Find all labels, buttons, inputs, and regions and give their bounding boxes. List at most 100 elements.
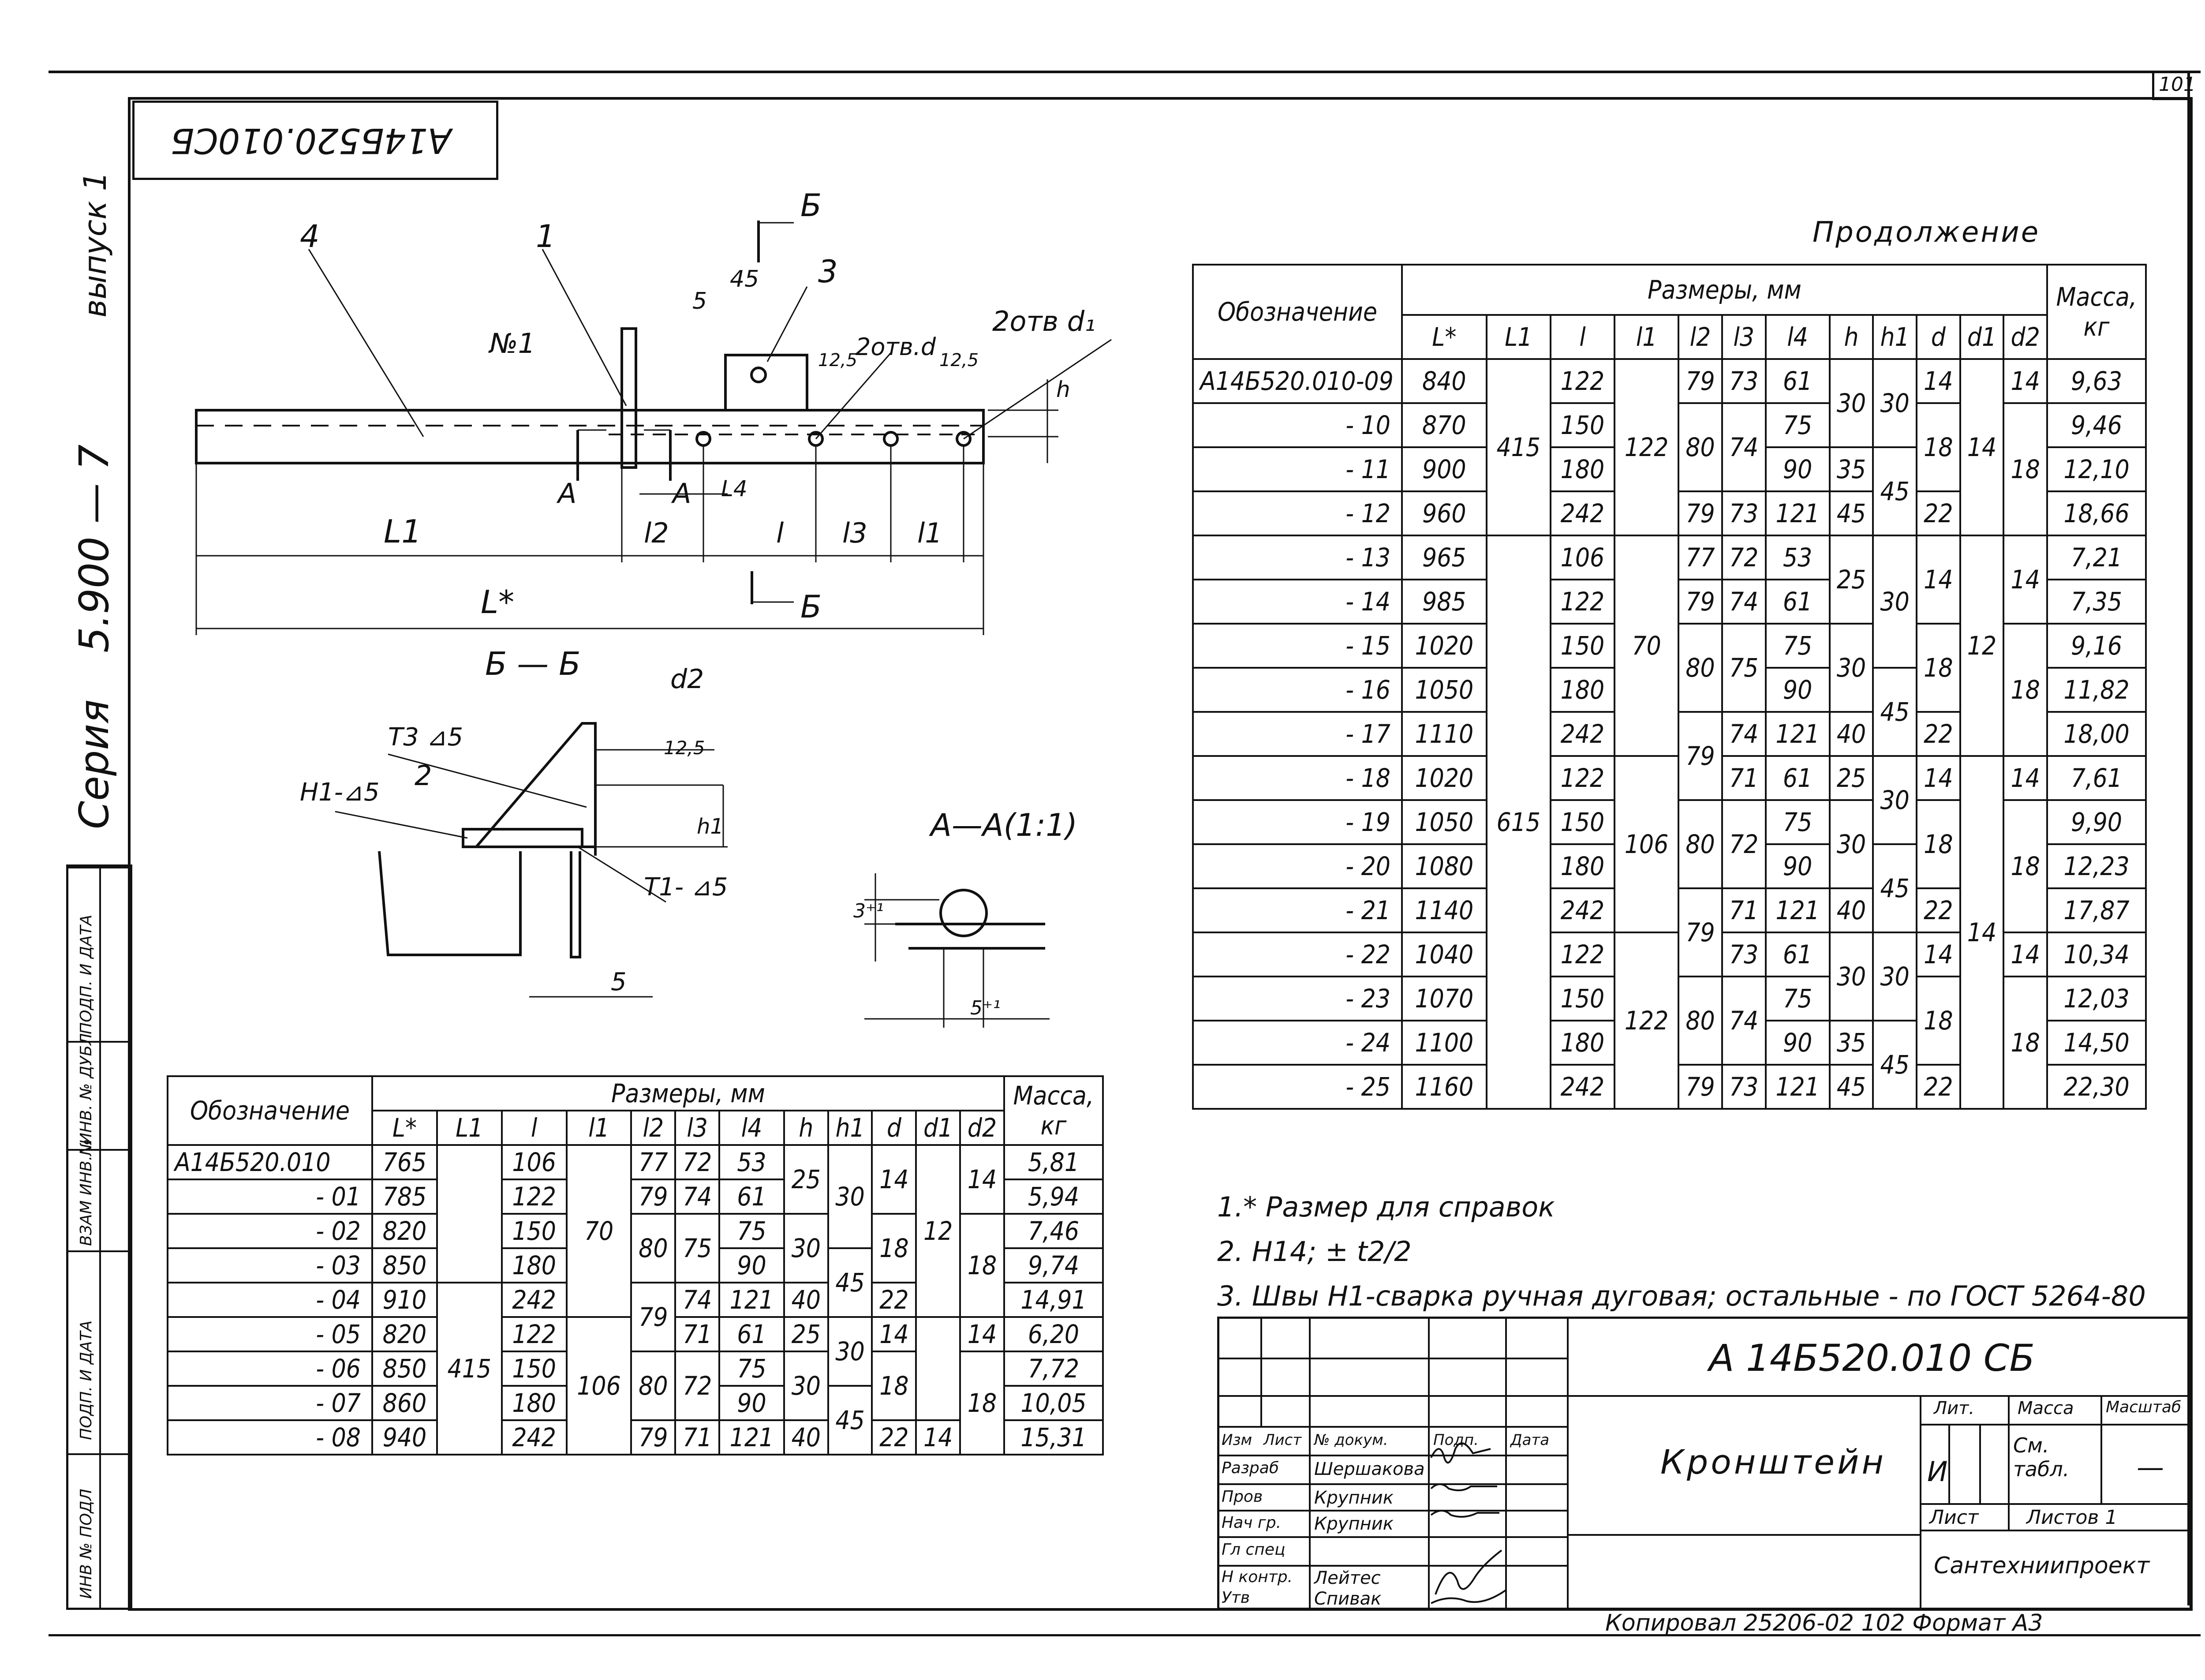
- hole: [883, 431, 899, 447]
- cell: 72: [674, 1144, 721, 1180]
- label-part4: 4: [300, 218, 320, 254]
- cell: 14: [871, 1144, 917, 1215]
- cell: 22: [871, 1282, 917, 1318]
- cell: 90: [1764, 843, 1831, 889]
- signature-5: [1431, 1589, 1507, 1604]
- role-0-name: Шершакова: [1314, 1459, 1425, 1479]
- table-row: - 10 870 150 80 74 75 18 18 9,46: [1192, 402, 2147, 536]
- cell: 74: [1721, 711, 1767, 757]
- cell: 74: [674, 1179, 721, 1215]
- th-col: d1: [1959, 314, 2005, 360]
- cell: 80: [1678, 976, 1723, 1066]
- cell-des: - 23: [1192, 976, 1403, 1021]
- cell: 180: [1549, 1020, 1616, 1066]
- cell: 122: [501, 1316, 568, 1352]
- role-1: Пров: [1222, 1488, 1263, 1506]
- strip-cell: [68, 1250, 130, 1252]
- cell: 121: [1764, 887, 1831, 933]
- cell: 121: [1764, 711, 1831, 757]
- label-weld-H1: H1-⊿5: [300, 778, 380, 807]
- leader-d: [815, 352, 892, 439]
- th-col: d: [871, 1110, 917, 1146]
- cell: 35: [1828, 1020, 1874, 1066]
- cell: 40: [1828, 711, 1874, 757]
- cell-empty: [436, 1144, 503, 1283]
- cell: 150: [1549, 623, 1616, 669]
- label-dim45: 45: [730, 266, 759, 292]
- cell-mass: 6,20: [1003, 1316, 1104, 1352]
- cell: 71: [1721, 887, 1767, 933]
- scale-label: Масштаб: [2106, 1398, 2182, 1416]
- label-no1: №1: [488, 327, 535, 359]
- part3-hole: [750, 367, 767, 383]
- cell: 79: [630, 1419, 676, 1456]
- table-row: - 13 965 615 106 70 77 72 53 25 30 14 12…: [1192, 535, 2147, 1110]
- th-col: l3: [674, 1110, 721, 1146]
- th-col: L*: [371, 1110, 438, 1146]
- cell: 14: [1916, 358, 1961, 404]
- cell: 25: [783, 1144, 829, 1215]
- sheet-top-line: [49, 71, 2201, 73]
- role-4-name: Лейтес: [1314, 1568, 1381, 1588]
- th-col: l: [1549, 314, 1616, 360]
- role-3: Гл спец: [1222, 1541, 1286, 1559]
- cell: 850: [371, 1351, 438, 1387]
- continuation-caption: Продолжение: [1813, 216, 2041, 249]
- signature-2: [1430, 1483, 1497, 1491]
- col-izm: Изм: [1222, 1431, 1252, 1449]
- cell-des: - 17: [1192, 711, 1403, 757]
- th-col: l4: [1764, 314, 1831, 360]
- cell: 18: [2003, 623, 2048, 757]
- role-0: Разраб: [1222, 1459, 1279, 1477]
- cell-mass: 15,31: [1003, 1419, 1104, 1456]
- cell: 61: [718, 1316, 785, 1352]
- table-row: - 03 850 180 90 45 9,74: [167, 1247, 1104, 1318]
- cell-des: - 19: [1192, 799, 1403, 845]
- col-list: Лист: [1263, 1431, 1302, 1449]
- cell: 14: [871, 1316, 917, 1352]
- th-col: L1: [436, 1110, 503, 1146]
- col-sign: Подп.: [1433, 1431, 1479, 1449]
- leader-H1: [335, 811, 468, 839]
- cell: 860: [371, 1385, 438, 1421]
- table-row: - 18 1020 122 106 71 61 25 30 14 14 14 7…: [1192, 755, 2147, 1110]
- cell: 77: [630, 1144, 676, 1180]
- cell: 30: [1872, 535, 1917, 669]
- label-weld-T3: T3 ⊿5: [388, 723, 463, 752]
- cell: 30: [783, 1351, 829, 1421]
- cell: 18: [2003, 976, 2048, 1110]
- cell: 121: [718, 1419, 785, 1456]
- cell-des: - 12: [1192, 490, 1403, 536]
- cell: 840: [1401, 358, 1487, 404]
- th-designation: Обозначение: [1192, 264, 1403, 360]
- cell: 80: [1678, 799, 1723, 889]
- strip-cell: [68, 1453, 130, 1455]
- note-3: 3. Швы H1-сварка ручная дуговая; остальн…: [1217, 1280, 2146, 1312]
- cell: 45: [1828, 490, 1874, 536]
- cell: 75: [1764, 623, 1831, 669]
- cell: 45: [827, 1247, 873, 1318]
- cell: 72: [674, 1351, 721, 1421]
- cell-des: А14Б520.010: [167, 1144, 373, 1180]
- th-col: h: [783, 1110, 829, 1146]
- strip-cell: [68, 1149, 130, 1151]
- cell: 106: [1614, 755, 1680, 933]
- cell: 61: [1764, 579, 1831, 625]
- cell: 1140: [1401, 887, 1487, 933]
- cell: 22: [1916, 1064, 1961, 1110]
- cell: 71: [674, 1316, 721, 1352]
- cell: 18: [1916, 799, 1961, 889]
- th-col: d2: [2003, 314, 2048, 360]
- cell: 1100: [1401, 1020, 1487, 1066]
- plate2-section: [462, 828, 583, 848]
- signature-4: [1435, 1549, 1502, 1595]
- label-l3: l3: [842, 517, 867, 549]
- cell: 45: [1872, 446, 1917, 536]
- strip-cell: [68, 1041, 130, 1043]
- left-signature-strip: ИНВ № ПОДЛ ПОДП. И ДАТА ВЗАМ ИНВ.№ ИНВ. …: [66, 864, 132, 1610]
- cell: 820: [371, 1316, 438, 1352]
- cell: 18: [2003, 799, 2048, 933]
- cell: 14: [2003, 932, 2048, 977]
- cell-mass: 9,63: [2046, 358, 2147, 404]
